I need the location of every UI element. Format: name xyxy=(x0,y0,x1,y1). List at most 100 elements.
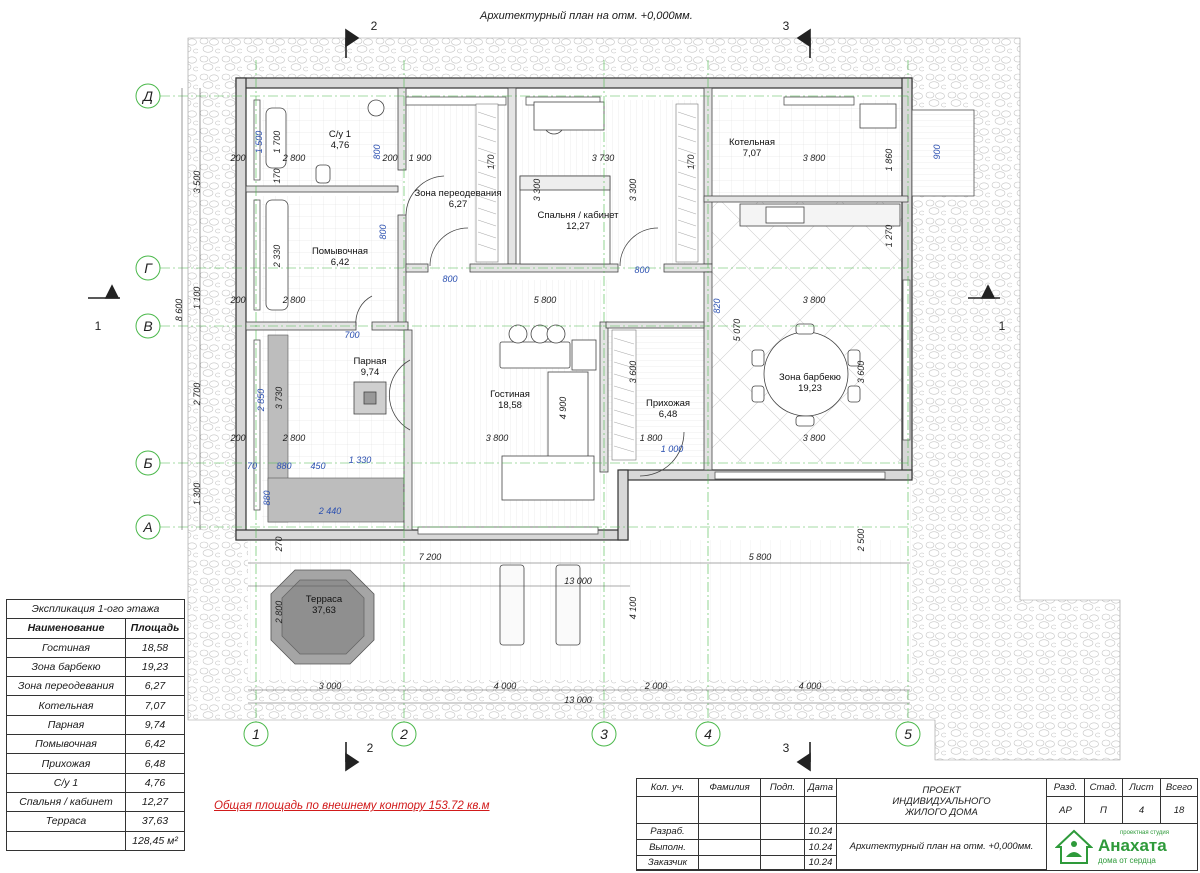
dim: 13 000 xyxy=(564,695,592,705)
total-area-note: Общая площадь по внешнему контору 153.72… xyxy=(214,800,490,812)
dim-blue: 1 000 xyxy=(661,444,684,454)
stamp-data: Дата xyxy=(805,779,837,797)
dim: 3 000 xyxy=(319,681,342,691)
stamp-razd-h: Разд. xyxy=(1047,779,1085,797)
room-name-boiler: Котельная xyxy=(729,137,775,148)
row-name: С/у 1 xyxy=(6,772,126,793)
axis-label-V: В xyxy=(143,318,152,334)
dim: 3 800 xyxy=(803,295,826,305)
row-name: Прихожая xyxy=(6,753,126,774)
stamp-razrab: Разраб. xyxy=(637,824,699,840)
room-area-dress: 6,27 xyxy=(449,199,468,210)
row-area: 6,48 xyxy=(125,753,185,774)
row-name: Котельная xyxy=(6,695,126,716)
dim: 3 500 xyxy=(192,171,202,194)
row-area: 6,27 xyxy=(125,676,185,697)
dim-blue: 450 xyxy=(310,461,325,471)
dim: 170 xyxy=(272,168,282,183)
room-area-wc: 4,76 xyxy=(331,140,350,151)
explication-caption: Экспликация 1-ого этажа xyxy=(6,598,185,620)
dim: 4 100 xyxy=(628,597,638,620)
row-area: 4,76 xyxy=(125,772,185,793)
section-label-2-top: 2 xyxy=(371,19,378,33)
dim: 2 000 xyxy=(644,681,668,691)
stamp-date3: 10.24 xyxy=(805,856,837,870)
room-name-hall: Прихожая xyxy=(646,398,690,409)
dim: 270 xyxy=(274,536,284,552)
axis-label-G: Г xyxy=(144,260,153,276)
stamp-sheet-name: Архитектурный план на отм. +0,000мм. xyxy=(837,824,1047,870)
stamp-razd: АР xyxy=(1047,797,1085,824)
dim: 2 800 xyxy=(282,153,306,163)
dim: 3 800 xyxy=(803,153,826,163)
room-name-wash: Помывочная xyxy=(312,246,368,257)
row-area: 12,27 xyxy=(125,791,185,813)
room-name-bed: Спальня / кабинет xyxy=(537,210,619,221)
dim: 200 xyxy=(229,295,245,305)
section-label-2-bottom: 2 xyxy=(367,741,374,755)
row-area: 19,23 xyxy=(125,656,185,678)
dim: 5 800 xyxy=(749,552,772,562)
room-area-bed: 12,27 xyxy=(566,221,590,232)
dim: 1 800 xyxy=(640,433,663,443)
axis-markers-letters xyxy=(135,83,161,540)
dim-blue: 800 xyxy=(378,224,388,239)
axis-label-B: Б xyxy=(143,455,152,471)
room-name-terrace: Терраса xyxy=(306,594,343,605)
section-label-3-top: 3 xyxy=(783,19,790,33)
room-area-living: 18,58 xyxy=(498,400,522,411)
stamp-vypoln: Выполн. xyxy=(637,840,699,856)
section-marks xyxy=(88,28,1000,772)
stamp-stad: П xyxy=(1085,797,1123,824)
stamp-date2: 10.24 xyxy=(805,840,837,856)
row-name: Гостиная xyxy=(6,637,126,658)
stamp-zakazchik: Заказчик xyxy=(637,856,699,870)
col-area-header: Площадь xyxy=(125,618,185,639)
room-area-steam: 9,74 xyxy=(361,367,380,378)
dim: 3 800 xyxy=(486,433,509,443)
stamp-stad-h: Стад. xyxy=(1085,779,1123,797)
dim: 2 800 xyxy=(282,295,306,305)
dim: 3 300 xyxy=(628,179,638,202)
stamp-project: ПРОЕКТ ИНДИВИДУАЛЬНОГО ЖИЛОГО ДОМА xyxy=(837,779,1047,824)
axis-markers-numbers xyxy=(243,721,921,747)
room-area-bbq: 19,23 xyxy=(798,383,822,394)
dim: 1 300 xyxy=(192,483,202,506)
dim-blue: 70 xyxy=(247,461,257,471)
dim-blue: 880 xyxy=(276,461,291,471)
dim: 200 xyxy=(229,433,245,443)
row-name: Терраса xyxy=(6,811,126,832)
section-label-1-left: 1 xyxy=(95,319,102,333)
dim: 4 900 xyxy=(558,397,568,420)
section-label-3-bottom: 3 xyxy=(783,741,790,755)
anahata-logo-icon xyxy=(1055,829,1093,864)
axis-label-4: 4 xyxy=(704,726,712,742)
dim-blue: 880 xyxy=(262,490,272,505)
dim: 1 700 xyxy=(272,131,282,154)
dim: 200 xyxy=(381,153,397,163)
dim: 3 600 xyxy=(628,361,638,384)
room-name-living: Гостиная xyxy=(490,389,530,400)
dim: 5 800 xyxy=(534,295,557,305)
explication-table: Экспликация 1-ого этажа Наименование Пло… xyxy=(6,598,185,851)
room-area-terrace: 37,63 xyxy=(312,605,336,616)
dim-blue: 700 xyxy=(344,330,359,340)
dim: 4 000 xyxy=(494,681,517,691)
row-area: 9,74 xyxy=(125,714,185,736)
logo-subtitle: дома от сердца xyxy=(1098,856,1156,865)
stamp-date1: 10.24 xyxy=(805,824,837,840)
dim: 3 600 xyxy=(856,361,866,384)
dim: 2 500 xyxy=(856,529,866,553)
logo-text: Анахата xyxy=(1098,836,1167,855)
room-area-boiler: 7,07 xyxy=(743,148,762,159)
room-area-wash: 6,42 xyxy=(331,257,350,268)
dim: 3 730 xyxy=(592,153,615,163)
axis-label-1: 1 xyxy=(252,726,260,742)
axis-label-5: 5 xyxy=(904,726,912,742)
stamp-vsego: 18 xyxy=(1161,797,1197,824)
title-block: Кол. уч. Фамилия Подп. Дата Разраб. 10.2… xyxy=(636,778,1198,871)
row-name: Помывочная xyxy=(6,734,126,755)
stamp-list: 4 xyxy=(1123,797,1161,824)
dim: 3 800 xyxy=(803,433,826,443)
section-label-1-right: 1 xyxy=(999,319,1006,333)
